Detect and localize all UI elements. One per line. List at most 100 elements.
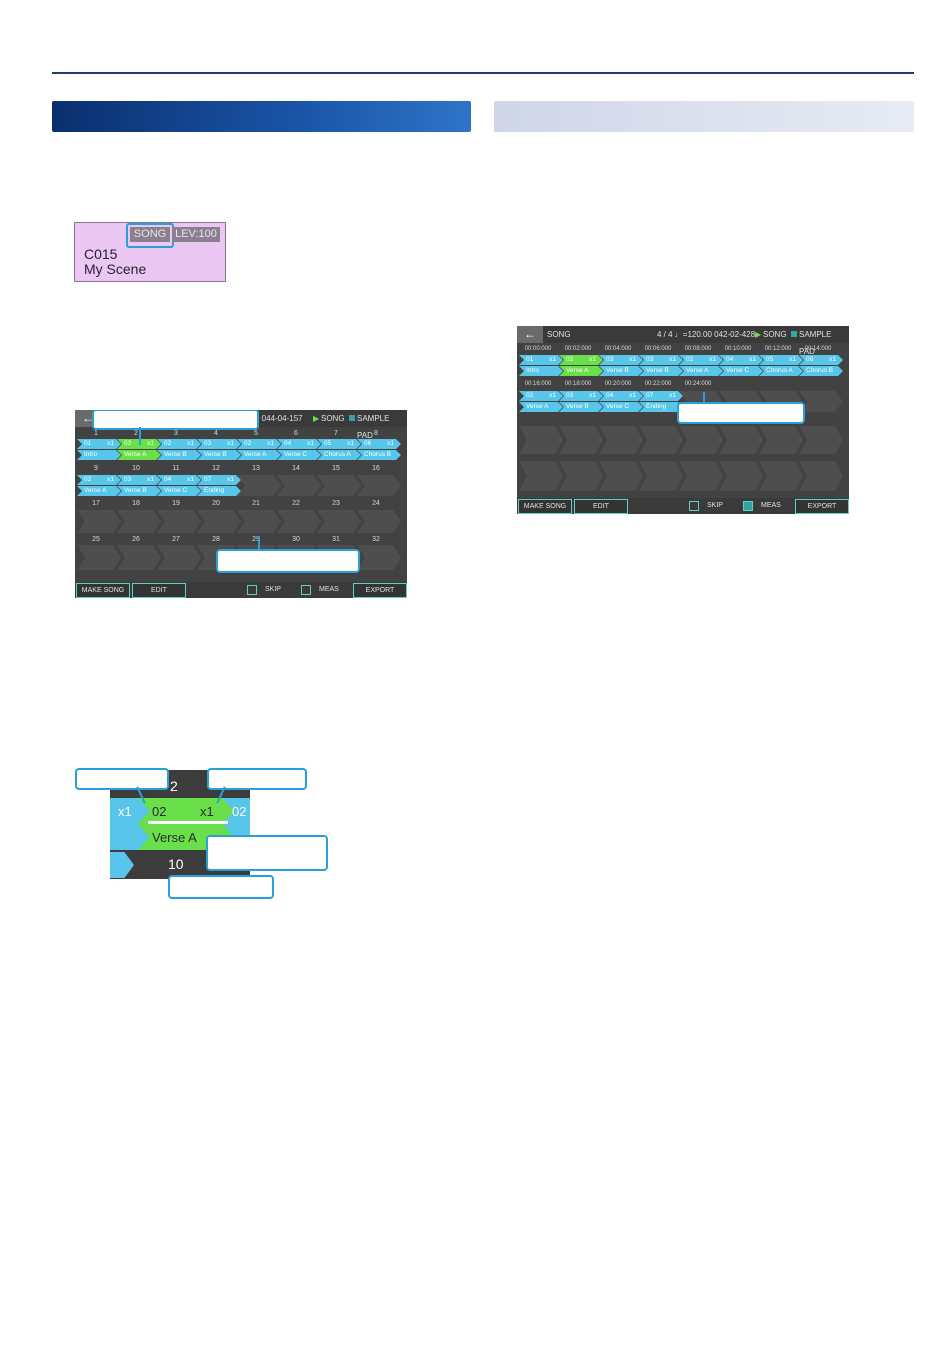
- empty-slot: [639, 461, 683, 491]
- segment-name[interactable]: Chorus A: [317, 450, 361, 460]
- time-label: 00:22:000: [644, 381, 672, 387]
- segment-id: 03: [566, 392, 574, 399]
- zoom-callout-right: [206, 835, 328, 871]
- segment-name[interactable]: Ending: [639, 402, 683, 412]
- meas-checkbox[interactable]: [743, 501, 753, 511]
- screen2-sample-pad: SAMPLE PAD: [799, 330, 832, 356]
- empty-slot: [357, 545, 401, 570]
- segment-name[interactable]: Verse A: [237, 450, 281, 460]
- screen2-top-bar: ← SONG 4 / 4 ♩=120.00 042-02-428 ▶ SONG …: [517, 326, 849, 356]
- empty-slot: [77, 545, 121, 570]
- edit-button[interactable]: EDIT: [574, 499, 628, 514]
- segment-name[interactable]: Verse B: [639, 366, 683, 376]
- segment-label: Verse C: [164, 487, 188, 494]
- empty-slot: [157, 545, 201, 570]
- segment-name[interactable]: Verse A: [77, 486, 121, 496]
- measure-number: 21: [252, 500, 260, 507]
- segment-name[interactable]: Verse A: [559, 366, 603, 376]
- segment-id: 03: [204, 440, 212, 447]
- segment-name[interactable]: Verse A: [519, 402, 563, 412]
- segment-name[interactable]: Chorus A: [759, 366, 803, 376]
- segment-name[interactable]: Verse B: [117, 486, 161, 496]
- measure-number: 13: [252, 465, 260, 472]
- segment-id: 02: [526, 392, 534, 399]
- segment-label: Verse A: [526, 403, 549, 410]
- segment-label: Verse C: [606, 403, 630, 410]
- segment-name[interactable]: Intro: [519, 366, 563, 376]
- segment-repeat: x1: [629, 356, 636, 363]
- segment-label: Verse B: [164, 451, 187, 458]
- meas-checkbox[interactable]: [301, 585, 311, 595]
- segment-name[interactable]: Verse C: [719, 366, 763, 376]
- segment-name[interactable]: Ending: [197, 486, 241, 496]
- callout-bottom-pointer: [258, 536, 260, 550]
- time-label: 00:16:000: [524, 381, 552, 387]
- segment-repeat: x1: [227, 476, 234, 483]
- callout-bottom: [216, 549, 360, 573]
- segment-label: Verse A: [686, 367, 709, 374]
- measure-number: 18: [132, 500, 140, 507]
- zoom-measure-top: 2: [170, 778, 178, 794]
- segment-name[interactable]: Intro: [77, 450, 121, 460]
- skip-checkbox[interactable]: [689, 501, 699, 511]
- empty-slot: [559, 461, 603, 491]
- segment-name[interactable]: Verse A: [117, 450, 161, 460]
- meas-label: MEAS: [761, 502, 781, 509]
- segment-repeat: x1: [709, 356, 716, 363]
- segment-name[interactable]: Verse C: [157, 486, 201, 496]
- export-button[interactable]: EXPORT: [353, 583, 407, 598]
- make-song-button[interactable]: MAKE SONG: [76, 583, 130, 598]
- make-song-button[interactable]: MAKE SONG: [518, 499, 572, 514]
- time-label: 00:04:000: [604, 346, 632, 352]
- segment-name[interactable]: Verse C: [277, 450, 321, 460]
- measure-number: 14: [292, 465, 300, 472]
- segment-name[interactable]: Verse A: [679, 366, 723, 376]
- segment-name[interactable]: Chorus B: [799, 366, 843, 376]
- empty-slot: [117, 545, 161, 570]
- measure-number: 29: [252, 536, 260, 543]
- segment-repeat: x1: [187, 476, 194, 483]
- segment-name[interactable]: Verse B: [599, 366, 643, 376]
- segment-name[interactable]: Verse B: [157, 450, 201, 460]
- segment-name[interactable]: Chorus B: [357, 450, 401, 460]
- segment-label: Ending: [646, 403, 667, 410]
- export-button[interactable]: EXPORT: [795, 499, 849, 514]
- edit-button[interactable]: EDIT: [132, 583, 186, 598]
- measure-number: 5: [254, 430, 258, 437]
- measure-number: 4: [214, 430, 218, 437]
- time-label: 00:08:000: [684, 346, 712, 352]
- segment-repeat: x1: [267, 440, 274, 447]
- segment-name[interactable]: Verse B: [559, 402, 603, 412]
- empty-slot: [277, 510, 321, 533]
- back-icon[interactable]: ←: [517, 326, 543, 343]
- segment-label: Verse A: [566, 367, 589, 374]
- scene-song-tag: SONG: [130, 227, 170, 242]
- segment-name[interactable]: Verse C: [599, 402, 643, 412]
- segment-label: Chorus A: [766, 367, 793, 374]
- segment-name[interactable]: Verse B: [197, 450, 241, 460]
- skip-checkbox[interactable]: [247, 585, 257, 595]
